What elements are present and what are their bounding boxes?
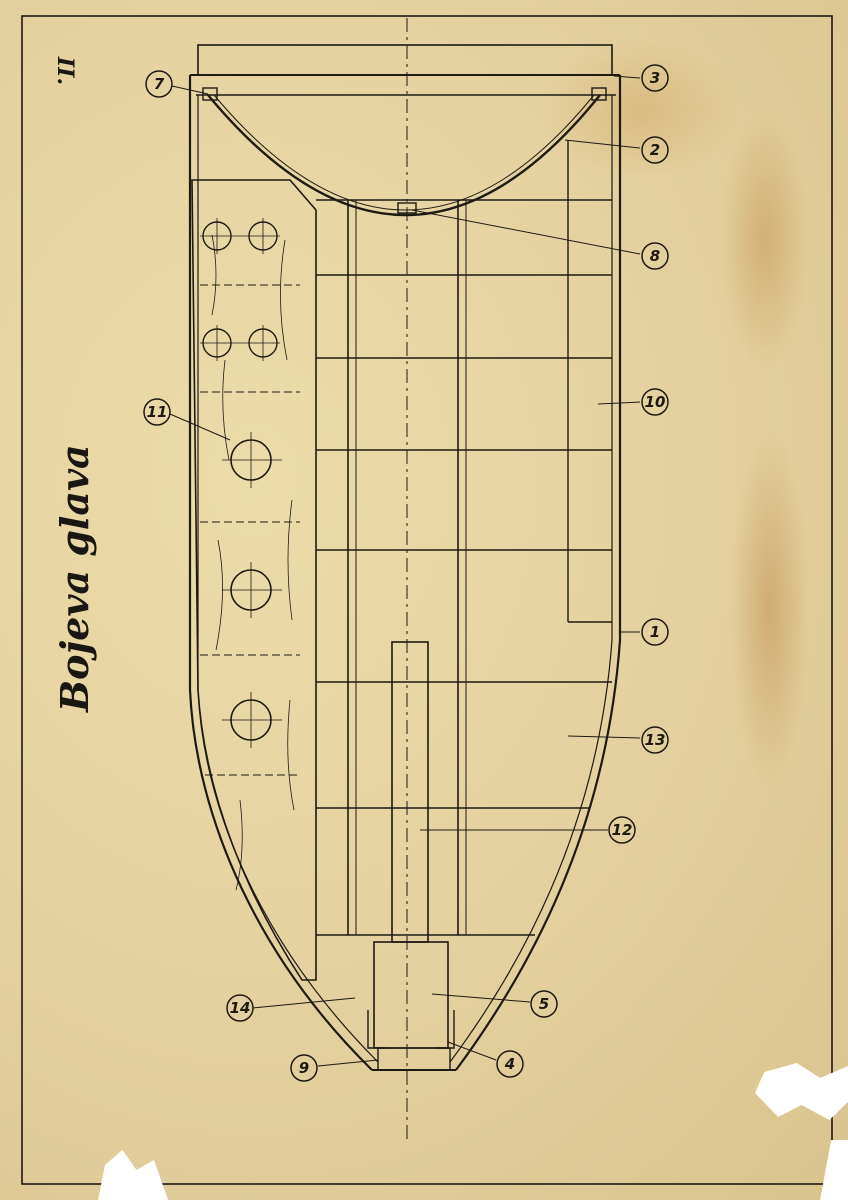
sheet-number: II. — [52, 56, 78, 86]
callout-2-label: 2 — [650, 141, 660, 159]
callout-8-label: 8 — [650, 247, 660, 265]
callout-11: 11 — [143, 398, 171, 426]
central-tube — [391, 641, 429, 943]
callout-13: 13 — [641, 726, 669, 754]
callout-4-label: 4 — [504, 1055, 515, 1073]
callout-9-label: 9 — [299, 1059, 309, 1077]
charge-block-holes — [200, 218, 282, 748]
top-cap-ring — [197, 44, 613, 76]
callout-markers: 7 3 2 8 10 11 1 13 12 14 5 9 4 — [143, 64, 669, 1082]
callout-1-label: 1 — [650, 623, 660, 641]
callout-1: 1 — [641, 618, 669, 646]
callout-7-label: 7 — [154, 75, 165, 93]
callout-7: 7 — [145, 70, 173, 98]
dome-bulkhead-inner — [213, 94, 595, 211]
drawing-title: Bojeva glava — [52, 444, 97, 712]
callout-4: 4 — [496, 1050, 524, 1078]
callout-9: 9 — [290, 1054, 318, 1082]
internal-frame-grid — [316, 140, 612, 936]
callout-5: 5 — [530, 990, 558, 1018]
dome-bolt-left — [202, 87, 218, 101]
callout-8: 8 — [641, 242, 669, 270]
wood-grain — [211, 234, 295, 891]
outer-hull-shell — [188, 75, 622, 1071]
callout-leader-lines — [169, 75, 641, 1067]
callout-14: 14 — [226, 994, 254, 1022]
nose-threads — [367, 1010, 455, 1049]
callout-14-label: 14 — [230, 999, 251, 1017]
dome-bolt-right — [591, 87, 607, 101]
callout-12: 12 — [608, 816, 636, 844]
callout-10-label: 10 — [645, 393, 666, 411]
callout-5-label: 5 — [539, 995, 549, 1013]
callout-3: 3 — [641, 64, 669, 92]
drawing-frame — [21, 15, 833, 1185]
wooden-charge-block — [191, 179, 317, 981]
fuze-housing — [373, 941, 449, 1049]
dome-bulkhead — [207, 94, 601, 217]
charge-block-dividers — [200, 284, 300, 776]
nose-plug — [377, 1047, 451, 1071]
callout-11-label: 11 — [147, 403, 168, 421]
inner-hull-shell — [197, 95, 613, 1063]
callout-12-label: 12 — [612, 821, 633, 839]
callout-13-label: 13 — [645, 731, 666, 749]
dome-center-fitting — [397, 202, 417, 214]
callout-10: 10 — [641, 388, 669, 416]
callout-3-label: 3 — [650, 69, 660, 87]
callout-2: 2 — [641, 136, 669, 164]
